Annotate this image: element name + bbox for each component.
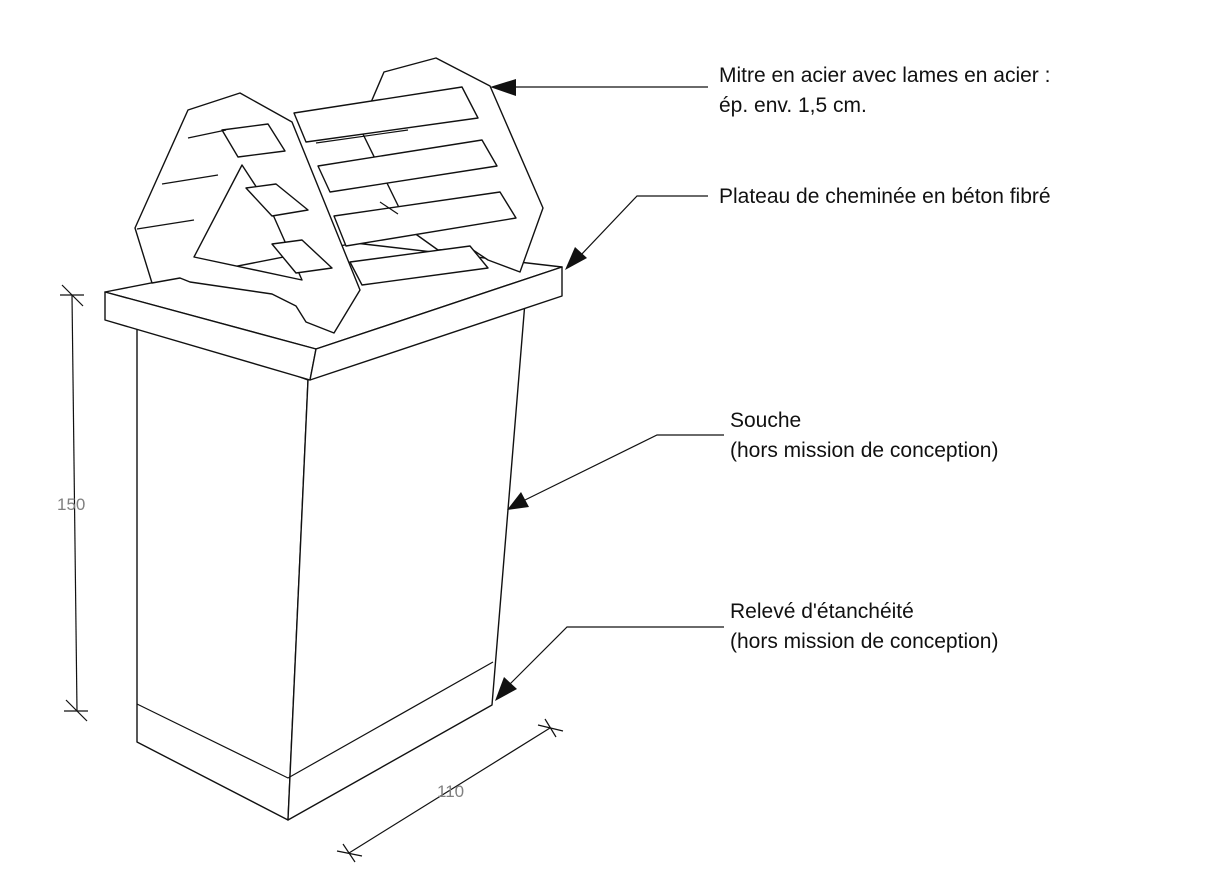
mitre-fin-1 <box>221 123 286 158</box>
dim-width-tick-right-2 <box>544 718 557 738</box>
leader-lines <box>490 79 724 701</box>
mitre-fin-4 <box>187 129 227 139</box>
leader-plateau <box>579 195 708 257</box>
mitre-fin-2 <box>245 183 309 217</box>
mitre-fin-8 <box>379 201 399 215</box>
mitre-slat-lower <box>333 191 517 247</box>
label-plateau: Plateau de cheminée en béton fibré <box>719 185 1051 208</box>
dim-height-line <box>71 294 78 712</box>
slab-right-edge <box>309 266 563 381</box>
stack-right-face <box>287 301 526 821</box>
label-mitre-line1: Mitre en acier avec lames en acier : <box>719 64 1050 87</box>
label-souche-line1: Souche <box>730 409 801 432</box>
mitre-fin-5 <box>161 174 219 185</box>
dim-width-tick-left-2 <box>342 843 356 863</box>
mitre-slat-middle <box>317 139 498 193</box>
label-souche-line2: (hors mission de conception) <box>730 439 998 462</box>
steel-mitre <box>134 57 544 334</box>
stack-left-face <box>136 317 309 821</box>
flashing-band-line <box>136 661 494 779</box>
mitre-fin-3 <box>271 239 333 274</box>
chimney-stack <box>136 301 526 821</box>
leader-releve <box>509 626 724 685</box>
dim-width-label: 110 <box>437 782 464 801</box>
arrow-souche <box>507 492 529 510</box>
mitre-slat-bottom <box>349 245 489 286</box>
arrow-mitre <box>490 79 516 96</box>
dimension-lines <box>60 284 564 863</box>
mitre-fin-7 <box>315 129 409 144</box>
arrow-plateau <box>565 247 587 270</box>
annotations: Mitre en acier avec lames en acier : ép.… <box>57 64 1051 801</box>
label-releve-line2: (hors mission de conception) <box>730 630 998 653</box>
dim-height-label: 150 <box>57 495 85 514</box>
mitre-slat-top <box>293 86 479 143</box>
label-releve-line1: Relevé d'étanchéité <box>730 600 914 623</box>
leader-souche <box>524 434 724 501</box>
mitre-fin-6 <box>136 219 195 230</box>
dim-width-line <box>348 727 551 854</box>
arrow-releve <box>495 677 517 701</box>
label-mitre-line2: ép. env. 1,5 cm. <box>719 94 867 117</box>
